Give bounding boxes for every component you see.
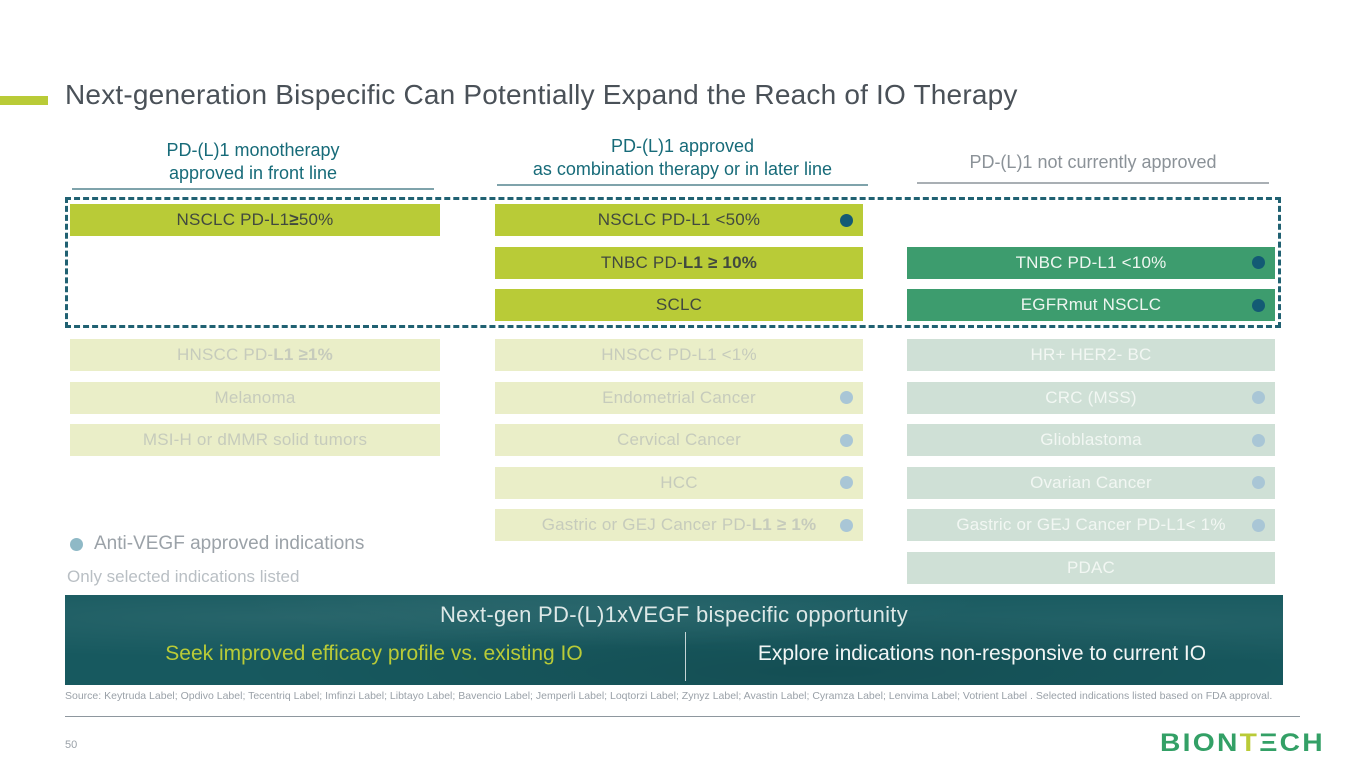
column-header-line: PD-(L)1 monotherapy <box>166 140 340 160</box>
source-note: Source: Keytruda Label; Opdivo Label; Te… <box>65 690 1273 702</box>
indication-box: CRC (MSS) <box>907 381 1275 414</box>
indication-box: HCC <box>495 466 863 499</box>
indication-box: NSCLC PD-L1 <50% <box>495 204 863 236</box>
legend-label: Anti-VEGF approved indications <box>94 533 365 554</box>
indication-label: L1 ≥1% <box>273 345 333 364</box>
anti-vegf-dot-icon <box>1252 433 1265 447</box>
indication-box: Endometrial Cancer <box>495 381 863 414</box>
anti-vegf-dot-icon <box>1252 298 1265 312</box>
indication-label: HNSCC PD- <box>177 345 274 364</box>
indication-label: ≥ <box>289 210 299 229</box>
indication-box: Gastric or GEJ Cancer PD-L1 ≥ 1% <box>495 509 863 541</box>
indication-label: SCLC <box>655 295 703 314</box>
anti-vegf-dot-icon <box>1252 476 1265 489</box>
banner-right-statement: Explore indications non-responsive to cu… <box>757 642 1207 665</box>
column-header-monotherapy: PD-(L)1 monotherapy approved in front lin… <box>72 139 434 190</box>
indication-label: TNBC PD- <box>600 252 683 272</box>
column-header-combination: PD-(L)1 approved as combination therapy o… <box>497 135 868 186</box>
indication-label: EGFRmut NSCLC <box>1020 295 1162 314</box>
indication-label: Endometrial Cancer <box>602 387 756 407</box>
indication-label: Glioblastoma <box>1040 430 1142 449</box>
anti-vegf-legend-dot-icon <box>70 537 83 551</box>
indication-box: TNBC PD-L1 <10% <box>907 246 1275 279</box>
indication-box: NSCLC PD-L1 ≥ 50% <box>70 204 440 236</box>
slide-title: Next-generation Bispecific Can Potential… <box>65 79 1018 110</box>
anti-vegf-dot-icon <box>840 391 853 404</box>
indication-box: Glioblastoma <box>907 424 1275 456</box>
indication-box: HR+ HER2- BC <box>907 339 1275 371</box>
anti-vegf-dot-icon <box>840 213 853 227</box>
indication-label: NSCLC PD-L1 <box>176 210 290 229</box>
banner-left-statement: Seek improved efficacy profile vs. exist… <box>165 642 583 665</box>
indication-label: Gastric or GEJ Cancer PD- <box>541 515 752 534</box>
anti-vegf-dot-icon <box>840 433 853 447</box>
indication-label: HR+ HER2- BC <box>1030 345 1152 364</box>
anti-vegf-dot-icon <box>1252 391 1265 404</box>
logo-letter-group: BION <box>1160 729 1240 757</box>
anti-vegf-dot-icon <box>1252 518 1265 532</box>
logo-letter-group: T <box>1239 729 1260 757</box>
indication-label: MSI-H or dMMR solid tumors <box>142 430 368 449</box>
indication-box: TNBC PD-L1 ≥ 10% <box>495 246 863 279</box>
indication-label: L1 ≥ 10% <box>682 252 758 272</box>
logo-letter-group: ΞCH <box>1259 729 1325 757</box>
anti-vegf-dot-icon <box>840 518 853 532</box>
legend: Anti-VEGF approved indications <box>70 533 364 555</box>
column-header-line: PD-(L)1 not currently approved <box>969 152 1217 172</box>
footer-rule <box>65 716 1300 717</box>
indication-label: Gastric or GEJ Cancer PD-L1< 1% <box>956 515 1226 534</box>
page-number: 50 <box>65 739 78 751</box>
indication-box: Ovarian Cancer <box>907 466 1275 499</box>
indication-label: NSCLC PD-L1 <50% <box>597 210 761 229</box>
indication-box: Gastric or GEJ Cancer PD-L1< 1% <box>907 509 1275 541</box>
column-header-line: approved in front line <box>168 163 338 183</box>
indication-box: PDAC <box>907 551 1275 584</box>
indication-box: MSI-H or dMMR solid tumors <box>70 424 440 456</box>
biontech-logo: BIONTΞCH <box>1160 729 1325 758</box>
indication-label: TNBC PD-L1 <10% <box>1015 252 1167 272</box>
selected-indications-note: Only selected indications listed <box>67 567 300 586</box>
indication-box: EGFRmut NSCLC <box>907 289 1275 321</box>
indication-box: HNSCC PD-L1 <1% <box>495 339 863 371</box>
indication-label: Ovarian Cancer <box>1030 472 1152 492</box>
banner-title: Next-gen PD-(L)1xVEGF bispecific opportu… <box>439 602 909 627</box>
indication-label: Cervical Cancer <box>617 430 741 449</box>
indication-box: SCLC <box>495 289 863 321</box>
indication-label: Melanoma <box>214 387 296 407</box>
indication-box: Cervical Cancer <box>495 424 863 456</box>
indication-label: 50% <box>298 210 334 229</box>
title-accent-bar <box>0 96 48 105</box>
column-header-not-approved: PD-(L)1 not currently approved <box>917 151 1269 184</box>
opportunity-banner: Next-gen PD-(L)1xVEGF bispecific opportu… <box>65 595 1283 685</box>
anti-vegf-dot-icon <box>1252 256 1265 269</box>
indication-label: HCC <box>660 472 698 492</box>
indication-label: PDAC <box>1066 557 1116 577</box>
indication-label: CRC (MSS) <box>1045 387 1137 407</box>
indication-label: HNSCC PD-L1 <1% <box>601 345 757 364</box>
indication-label: L1 ≥ 1% <box>751 515 817 534</box>
indication-box: Melanoma <box>70 381 440 414</box>
anti-vegf-dot-icon <box>840 476 853 489</box>
banner-divider <box>685 632 686 681</box>
column-header-line: PD-(L)1 approved <box>610 136 755 156</box>
column-header-line: as combination therapy or in later line <box>532 159 833 179</box>
indication-box: HNSCC PD-L1 ≥1% <box>70 339 440 371</box>
highlight-region-border <box>65 197 1281 328</box>
